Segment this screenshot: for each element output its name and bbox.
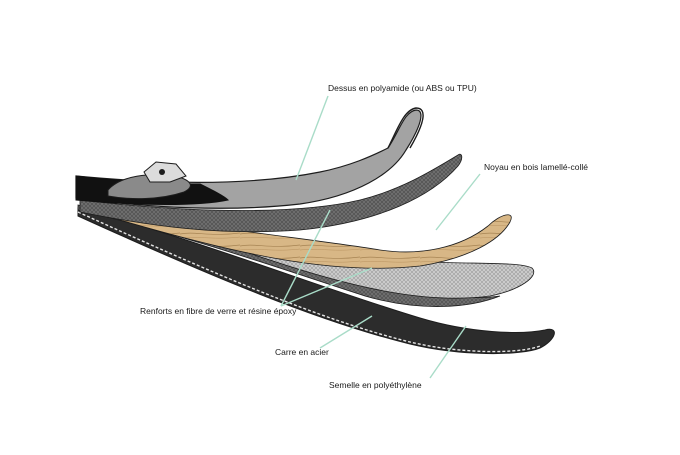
leader-edge <box>319 315 373 349</box>
label-reinforcement: Renforts en fibre de verre et résine épo… <box>140 306 297 316</box>
leader-base <box>429 325 467 379</box>
base-layer <box>77 207 555 355</box>
leader-top <box>295 95 329 181</box>
label-base: Semelle en polyéthylène <box>329 380 422 390</box>
leader-reinforcement-1 <box>280 209 331 307</box>
ski-tip <box>387 107 424 149</box>
label-wood-core: Noyau en bois lamellé-collé <box>484 162 588 172</box>
leader-reinforcement-2 <box>280 267 373 307</box>
wood-core <box>119 211 512 269</box>
label-top-sheet: Dessus en polyamide (ou ABS ou TPU) <box>328 83 477 93</box>
leader-lines <box>280 95 481 379</box>
fiber-layer-top <box>79 153 463 233</box>
label-steel-edge: Carre en acier <box>275 347 329 357</box>
binding-icon <box>107 161 191 200</box>
steel-edge <box>77 211 541 353</box>
leader-core <box>435 173 481 231</box>
